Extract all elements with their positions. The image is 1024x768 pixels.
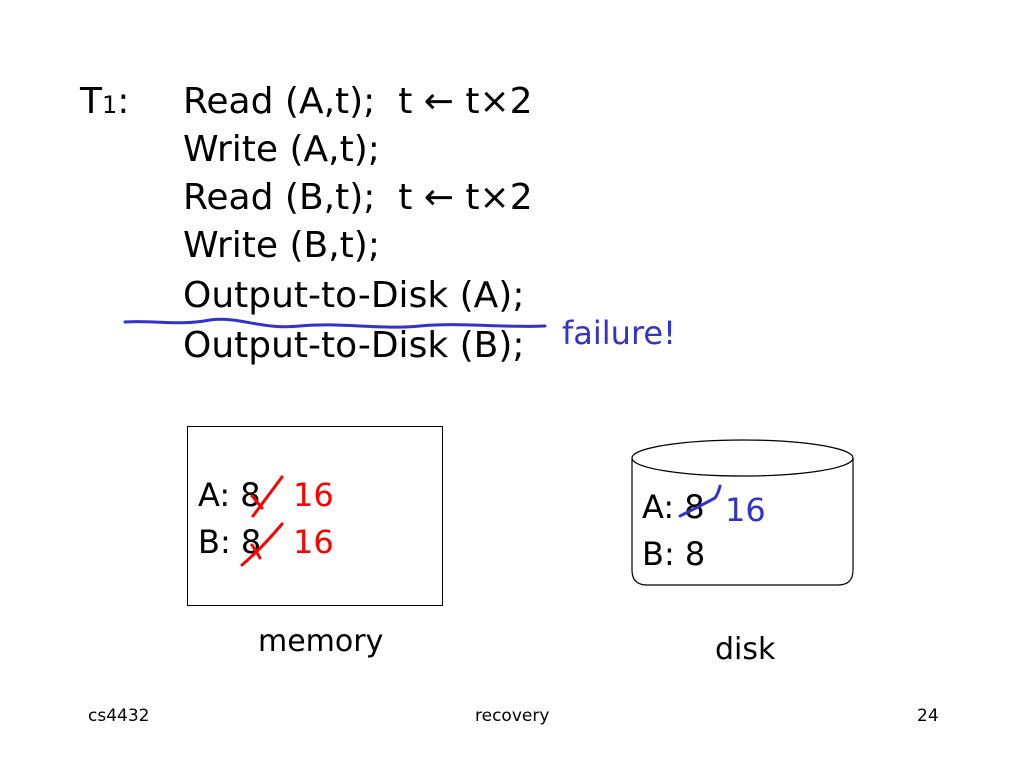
transaction-label-colon: : xyxy=(117,81,130,122)
transaction-label-subscript: 1 xyxy=(102,91,118,119)
code-line-output-a: Output-to-Disk (A); xyxy=(183,275,525,316)
disk-row-a: A: 8 xyxy=(642,487,705,527)
memory-b-new-value: 16 xyxy=(293,523,334,561)
code-line-write-b: Write (B,t); xyxy=(183,225,380,266)
footer-course-code: cs4432 xyxy=(88,706,150,726)
memory-a-new-value: 16 xyxy=(293,476,334,514)
disk-b-value: 8 xyxy=(684,535,706,573)
failure-line xyxy=(123,317,547,329)
transaction-label: T1: xyxy=(80,78,129,129)
memory-a-strike-mark xyxy=(251,475,284,518)
code-line-read-b: Read (B,t); t ← t×2 xyxy=(183,177,533,218)
code-line-read-a: Read (A,t); t ← t×2 xyxy=(183,81,533,122)
memory-a-old-value: 8 xyxy=(240,476,261,514)
disk-cylinder-icon xyxy=(631,439,854,586)
footer-topic: recovery xyxy=(475,706,550,726)
memory-caption: memory xyxy=(258,624,384,659)
footer-page-number: 24 xyxy=(917,706,939,726)
memory-b-strike-mark-tick xyxy=(250,543,262,560)
memory-row-b: B: 8 xyxy=(198,522,261,562)
disk-caption: disk xyxy=(715,632,776,667)
failure-annotation: failure! xyxy=(562,314,676,352)
memory-b-strike-mark xyxy=(240,522,284,567)
transaction-label-main: T xyxy=(80,81,102,122)
memory-a-strike-mark-tick xyxy=(250,494,264,510)
disk-a-strike-mark xyxy=(678,484,722,518)
disk-b-label: B: xyxy=(642,535,675,573)
memory-b-label: B: xyxy=(198,523,231,561)
memory-box xyxy=(187,426,443,606)
disk-row-b: B: 8 xyxy=(642,534,705,574)
memory-a-label: A: xyxy=(198,476,231,514)
disk-a-new-value: 16 xyxy=(725,491,766,529)
disk-a-label: A: xyxy=(642,488,675,526)
code-line-write-a: Write (A,t); xyxy=(183,129,380,170)
code-line-output-b: Output-to-Disk (B); xyxy=(183,325,525,366)
memory-row-a: A: 8 xyxy=(198,475,261,515)
disk-a-old-value: 8 xyxy=(684,488,705,526)
